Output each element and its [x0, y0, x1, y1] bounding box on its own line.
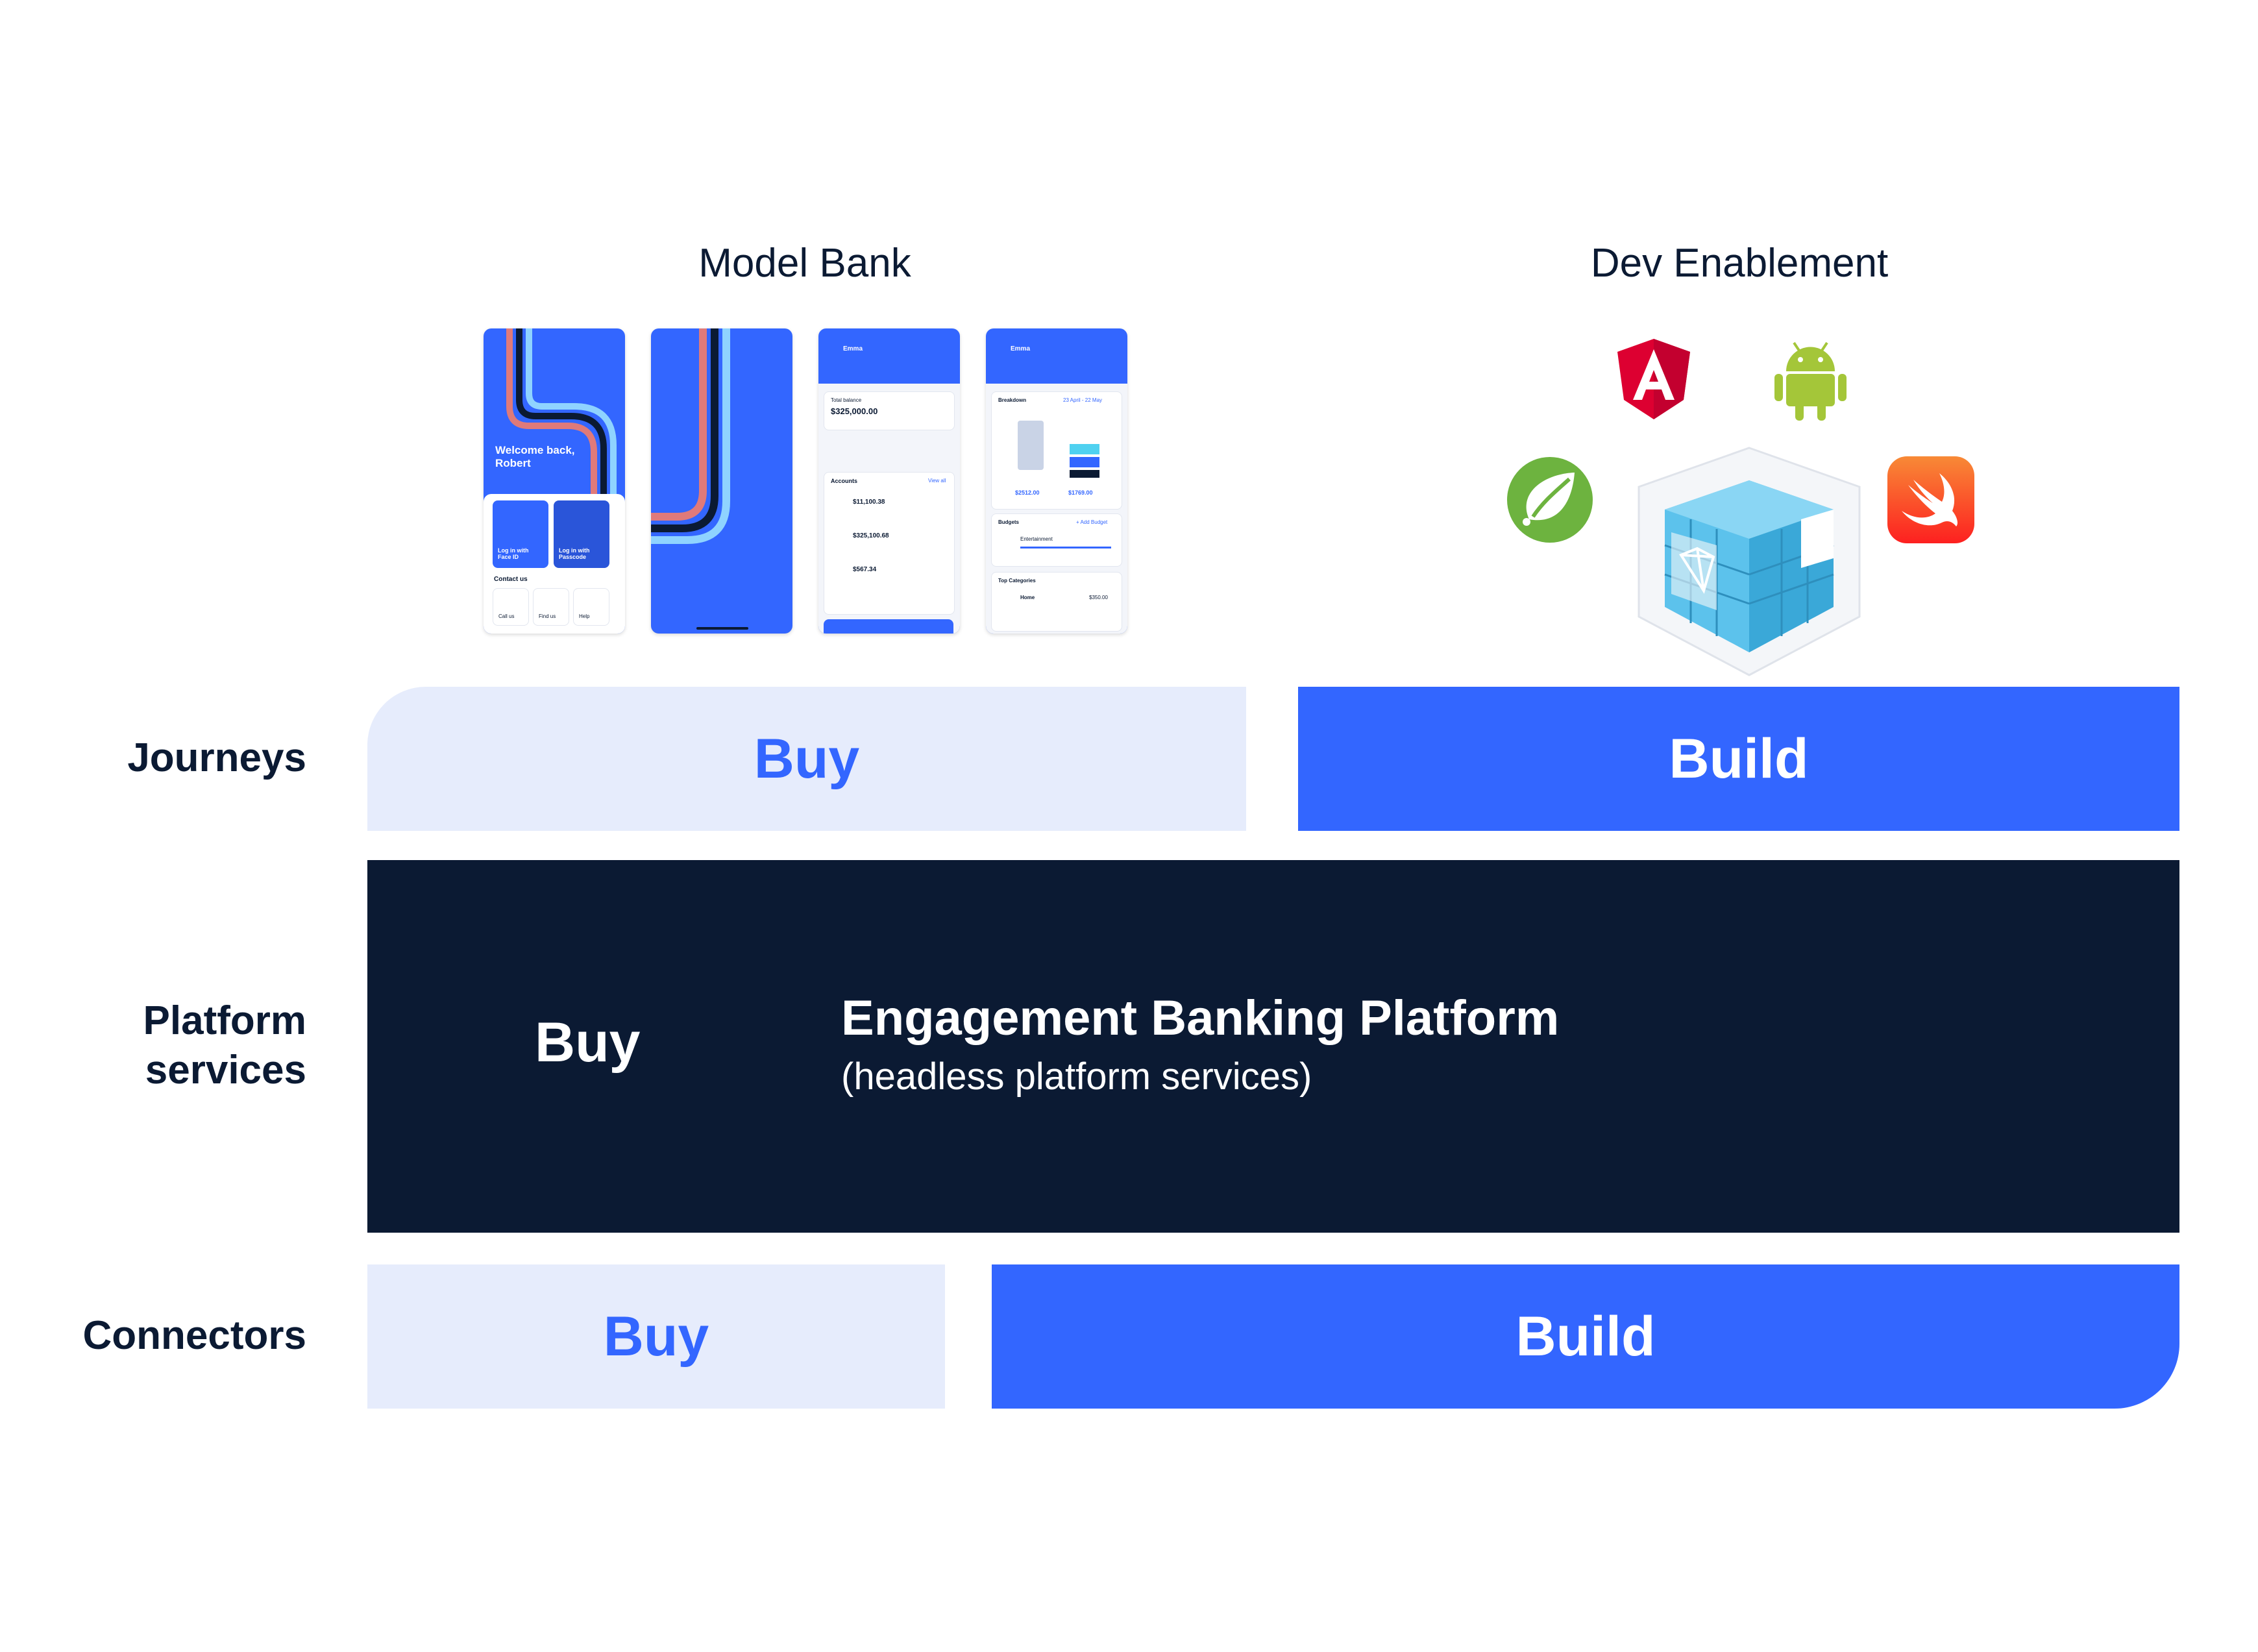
call-us-label: Call us — [498, 613, 515, 619]
add-budget-link[interactable]: + Add Budget — [1076, 519, 1108, 525]
platform-subtitle: (headless platform services) — [841, 1055, 1312, 1098]
outgoing-bar-3 — [1070, 470, 1099, 478]
row-label-journeys: Journeys — [127, 735, 306, 780]
date-range[interactable]: 23 April - 22 May — [1063, 397, 1103, 403]
journeys-buy-block: Buy — [367, 687, 1246, 831]
help-label: Help — [579, 613, 590, 619]
breakdown-card: Breakdown 23 April - 22 May $2512.00 $17… — [991, 391, 1122, 510]
budget-progress — [1020, 547, 1111, 549]
find-us-button[interactable]: Find us — [533, 588, 569, 626]
splash-stripes — [651, 328, 748, 630]
bottom-bar — [824, 619, 953, 634]
row-label-platform-line2: services — [145, 1048, 306, 1092]
entertainment-label: Entertainment — [1020, 536, 1053, 542]
phone-insights: Emma Breakdown 23 April - 22 May $2512.0… — [986, 328, 1127, 634]
connectors-buy-label: Buy — [603, 1305, 709, 1368]
balance-card: Total balance $325,000.00 — [824, 391, 955, 430]
passcode-label: Log in with Passcode — [559, 547, 590, 560]
face-id-button[interactable]: Log in with Face ID — [493, 500, 548, 568]
accounts-label: Accounts — [831, 478, 858, 484]
row-label-connectors: Connectors — [82, 1313, 306, 1358]
account-balance: $567.34 — [853, 566, 877, 573]
passcode-button[interactable]: Log in with Passcode — [554, 500, 609, 568]
face-id-label: Log in with Face ID — [498, 547, 529, 560]
connectors-build-label: Build — [1516, 1305, 1656, 1368]
help-button[interactable]: Help — [573, 588, 609, 626]
outgoing-bar-1 — [1070, 444, 1099, 454]
row-label-platform-line1: Platform — [143, 998, 306, 1043]
accounts-card: Accounts View all $11,100.38 $325,100.68… — [824, 472, 955, 615]
journeys-build-label: Build — [1669, 727, 1809, 790]
phone-welcome: Welcome back, Robert Log in with Face ID… — [484, 328, 625, 634]
journeys-buy-label: Buy — [754, 727, 860, 790]
budgets-card: Budgets + Add Budget Entertainment — [991, 513, 1122, 567]
cube-icon — [1638, 447, 1861, 676]
home-category: Home — [1020, 595, 1035, 600]
top-categories-label: Top Categories — [998, 578, 1036, 584]
outgoing-value: $1769.00 — [1068, 489, 1093, 496]
breakdown-label: Breakdown — [998, 397, 1027, 403]
contact-us-label: Contact us — [494, 576, 528, 583]
total-balance-label: Total balance — [831, 397, 862, 403]
dev-enablement-title: Dev Enablement — [1590, 241, 1889, 286]
platform-buy-label: Buy — [535, 1011, 641, 1074]
home-value: $350.00 — [1089, 595, 1108, 600]
connectors-build-block: Build — [992, 1264, 2179, 1409]
account-balance: $11,100.38 — [853, 499, 885, 506]
row-label-platform: Platform services — [143, 996, 306, 1095]
total-balance-value: $325,000.00 — [831, 406, 878, 416]
income-bar — [1018, 421, 1044, 470]
top-categories-card: Top Categories Home $350.00 — [991, 572, 1122, 632]
budgets-label: Budgets — [998, 519, 1019, 525]
account-balance: $325,100.68 — [853, 532, 889, 539]
outgoing-bar-2 — [1070, 457, 1099, 467]
platform-block: Buy Engagement Banking Platform (headles… — [367, 860, 2179, 1233]
platform-title: Engagement Banking Platform — [841, 991, 1560, 1046]
view-all-link[interactable]: View all — [928, 478, 946, 484]
call-us-button[interactable]: Call us — [493, 588, 529, 626]
journeys-build-block: Build — [1298, 687, 2179, 831]
stripe-graphic — [506, 328, 617, 523]
user-name: Emma — [843, 345, 863, 352]
phone-splash — [651, 328, 792, 634]
income-value: $2512.00 — [1015, 489, 1040, 496]
angular-icon — [1617, 339, 1690, 419]
model-bank-title: Model Bank — [698, 241, 911, 286]
spring-icon — [1507, 457, 1593, 543]
connectors-buy-block: Buy — [367, 1264, 945, 1409]
phone-accounts: Emma Total balance $325,000.00 Accounts … — [818, 328, 960, 634]
welcome-text: Welcome back, Robert — [495, 444, 575, 469]
user-name: Emma — [1011, 345, 1031, 352]
android-icon — [1774, 341, 1847, 421]
find-us-label: Find us — [539, 613, 556, 619]
swift-icon — [1887, 456, 1974, 543]
